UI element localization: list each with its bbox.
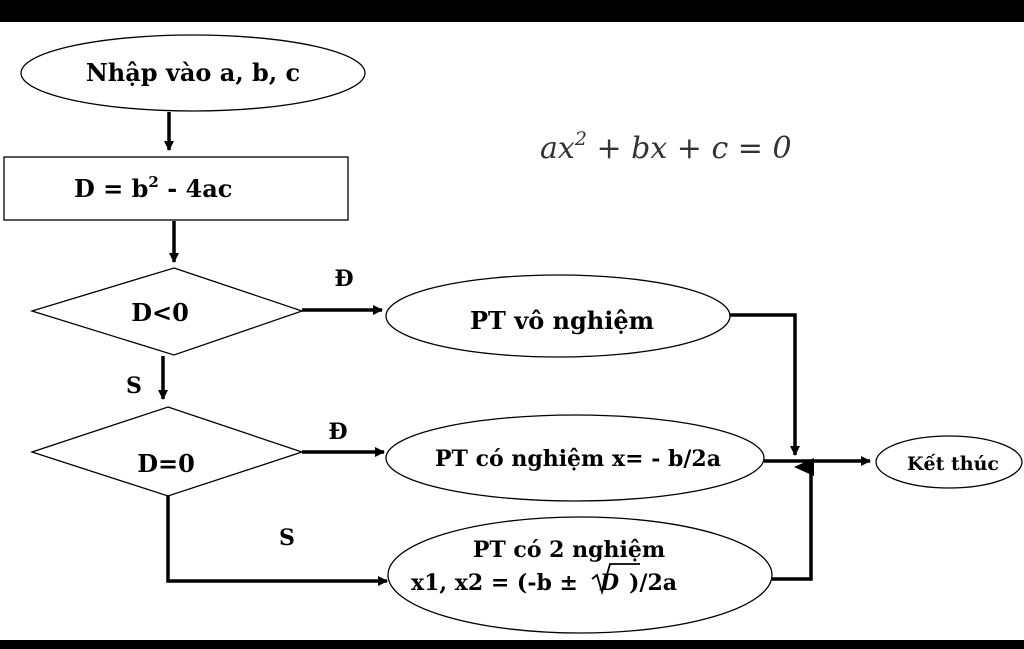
discriminant-node: D = b2 - 4ac [3,156,349,221]
cond-neg-label: D<0 [131,298,189,327]
edge-two-roots-to-end [772,458,814,581]
edge-no-root-to-end [730,313,800,456]
no-root-label: PT vô nghiệm [470,306,654,335]
no-root-node: PT vô nghiệm [385,274,731,358]
cond-zero-label: D=0 [137,449,195,478]
input-node-label: Nhập vào a, b, c [86,58,300,87]
cond-zero-no-label: S [279,525,295,551]
edge-cond-zero-no [166,496,388,586]
cond-neg-yes-label: Đ [334,266,353,292]
two-roots-line2: x1, x2 = (-b ±D)/2a [411,570,677,596]
end-node: Kết thúc [875,435,1023,489]
input-node: Nhập vào a, b, c [20,34,366,112]
cond-zero-yes-label: Đ [328,419,347,445]
one-root-label: PT có nghiệm x= - b/2a [435,446,721,472]
cond-zero-node: D=0 [29,406,305,497]
sqrt-symbol [591,563,640,596]
two-roots-node: PT có 2 nghiệm x1, x2 = (-b ±D)/2a [387,516,773,634]
two-roots-line1: PT có 2 nghiệm [473,537,665,563]
discriminant-label: D = b2 - 4ac [74,173,232,203]
bottom-black-bar [0,640,1024,649]
top-black-bar [0,0,1024,22]
quadratic-equation: ax2 + bx + c = 0 [540,128,792,166]
cond-neg-node: D<0 [29,267,305,356]
end-label: Kết thúc [907,453,999,475]
one-root-node: PT có nghiệm x= - b/2a [385,414,765,502]
cond-neg-no-label: S [126,373,142,399]
